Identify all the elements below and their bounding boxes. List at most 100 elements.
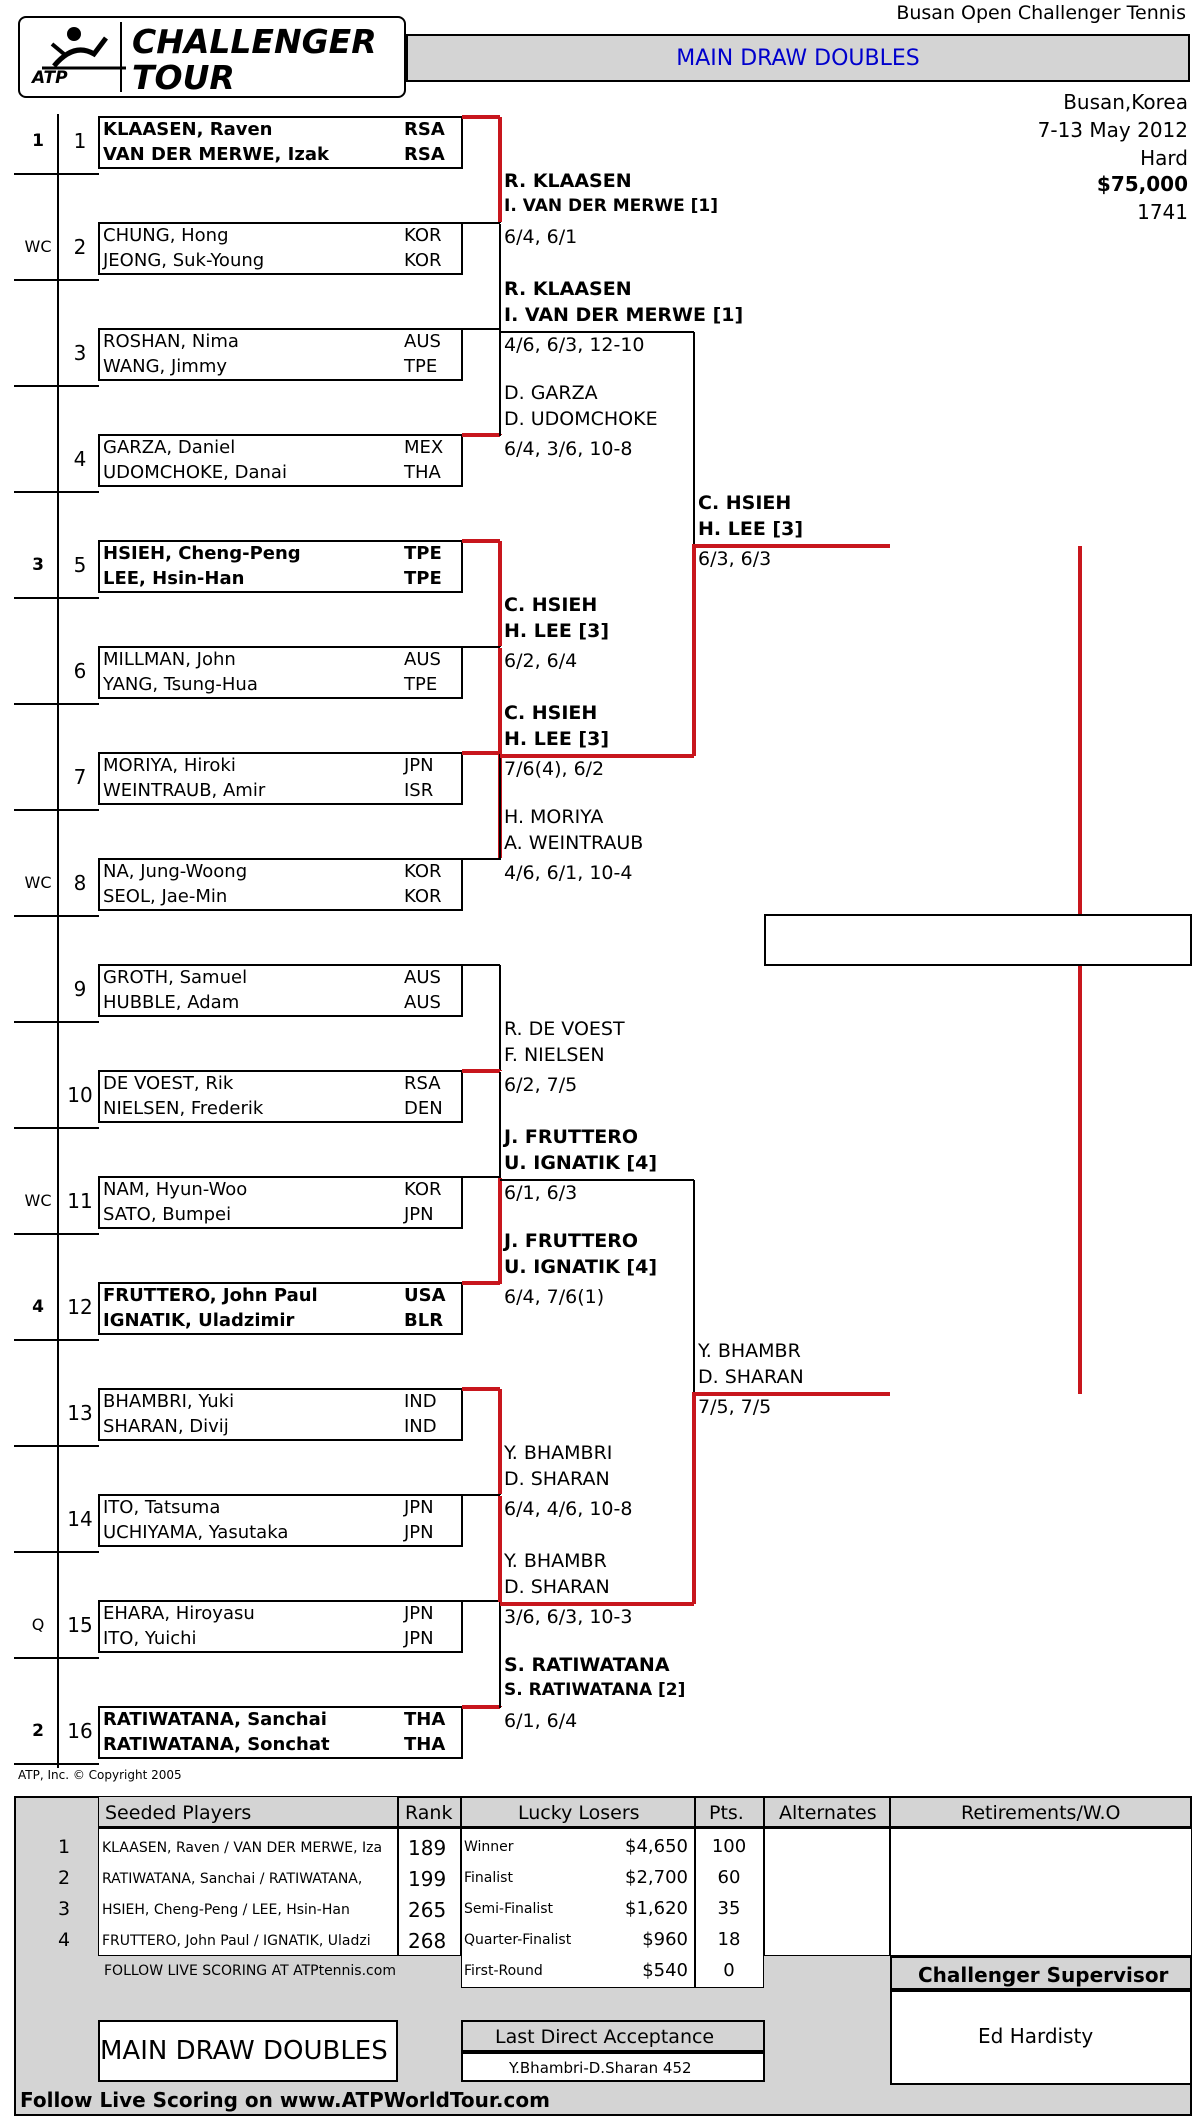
match-score: 6/3, 6/3 xyxy=(698,548,772,570)
alternates-header: Alternates xyxy=(779,1802,877,1824)
player-name: GROTH, Samuel xyxy=(103,967,248,988)
winner-name: Y. BHAMBRI xyxy=(504,1442,613,1464)
first-round-box xyxy=(98,222,463,275)
supervisor-label-cell: Challenger Supervisor xyxy=(890,1956,1192,1990)
first-round-box xyxy=(98,646,463,699)
prize-round: Winner xyxy=(464,1839,514,1855)
player-name: IGNATIK, Uladzimir xyxy=(103,1310,295,1331)
seeded-header: Seeded Players xyxy=(105,1802,252,1824)
player-nation: KOR xyxy=(404,861,442,882)
rank-header: Rank xyxy=(405,1802,453,1824)
lucky-body xyxy=(461,1828,695,1988)
retire-header: Retirements/W.O xyxy=(961,1802,1121,1824)
player-nation: IND xyxy=(404,1416,437,1437)
lucky-header: Lucky Losers xyxy=(518,1802,640,1824)
match-score: 7/6(4), 6/2 xyxy=(504,758,605,780)
prize-round: Quarter-Finalist xyxy=(464,1932,572,1948)
player-name: MORIYA, Hiroki xyxy=(103,755,236,776)
match-score: 4/6, 6/3, 12-10 xyxy=(504,334,645,356)
winner-name: J. FRUTTERO xyxy=(504,1230,639,1252)
player-nation: KOR xyxy=(404,250,442,271)
retire-header-cell: Retirements/W.O xyxy=(890,1796,1192,1828)
seed-label: 1 xyxy=(32,131,44,151)
player-name: HSIEH, Cheng-Peng xyxy=(103,543,301,564)
draw-line-number: 6 xyxy=(73,659,87,683)
location: Busan,Korea xyxy=(1063,90,1188,114)
lda-label: Last Direct Acceptance xyxy=(495,2026,715,2048)
winner-name: D. SHARAN xyxy=(504,1576,610,1598)
draw-line-number: 2 xyxy=(73,235,87,259)
main-draw-label-cell: MAIN DRAW DOUBLES xyxy=(98,2020,398,2082)
player-name: GARZA, Daniel xyxy=(103,437,236,458)
logo-line1: CHALLENGER xyxy=(132,22,377,61)
match-score: 7/5, 7/5 xyxy=(698,1396,772,1418)
prize-round: Semi-Finalist xyxy=(464,1901,554,1917)
winner-name: H. LEE [3] xyxy=(504,620,610,642)
winner-name: J. FRUTTERO xyxy=(504,1126,639,1148)
winner-name: Y. BHAMBR xyxy=(504,1550,607,1572)
dates: 7-13 May 2012 xyxy=(1037,118,1188,142)
seed-number: 2 xyxy=(58,1867,71,1889)
prize-money-value: $1,620 xyxy=(625,1898,688,1919)
player-name: LEE, Hsin-Han xyxy=(103,568,245,589)
winner-name: D. UDOMCHOKE xyxy=(504,408,658,430)
winner-name: U. IGNATIK [4] xyxy=(504,1256,658,1278)
winner-name: I. VAN DER MERWE [1] xyxy=(504,304,744,326)
player-name: ROSHAN, Nima xyxy=(103,331,239,352)
winner-name: R. KLAASEN xyxy=(504,170,632,192)
player-nation: RSA xyxy=(404,144,445,165)
player-nation: KOR xyxy=(404,225,442,246)
seed-rank: 268 xyxy=(408,1929,447,1953)
player-nation: AUS xyxy=(404,992,441,1013)
player-name: BHAMBRI, Yuki xyxy=(103,1391,235,1412)
prize-money-value: $4,650 xyxy=(625,1836,688,1857)
seed-team: HSIEH, Cheng-Peng / LEE, Hsin-Han xyxy=(102,1902,350,1918)
first-round-box xyxy=(98,1070,463,1123)
seed-label: WC xyxy=(24,873,52,892)
player-name: ITO, Yuichi xyxy=(103,1628,197,1649)
player-name: SHARAN, Divij xyxy=(103,1416,229,1437)
player-name: NA, Jung-Woong xyxy=(103,861,248,882)
draw-line-number: 9 xyxy=(73,977,87,1001)
player-nation: RSA xyxy=(404,119,445,140)
player-nation: JPN xyxy=(404,1204,434,1225)
seed-team: FRUTTERO, John Paul / IGNATIK, Uladzi xyxy=(102,1933,371,1949)
prize-money-value: $960 xyxy=(642,1929,688,1950)
rank-header-cell: Rank xyxy=(398,1796,461,1828)
first-round-box xyxy=(98,1600,463,1653)
draw-line-number: 10 xyxy=(67,1083,93,1107)
first-round-box xyxy=(98,116,463,169)
player-nation: JPN xyxy=(404,1603,434,1624)
prize-points: 35 xyxy=(717,1898,741,1919)
copyright: ATP, Inc. © Copyright 2005 xyxy=(18,1768,182,1782)
player-nation: AUS xyxy=(404,331,441,352)
winner-name: R. KLAASEN xyxy=(504,278,632,300)
alternates-body xyxy=(764,1828,890,1956)
player-name: ITO, Tatsuma xyxy=(103,1497,221,1518)
player-nation: KOR xyxy=(404,886,442,907)
player-name: HUBBLE, Adam xyxy=(103,992,240,1013)
tennis-player-icon xyxy=(42,27,126,70)
pts-header-cell: Pts. xyxy=(695,1796,764,1828)
match-score: 6/4, 6/1 xyxy=(504,226,578,248)
main-draw-label: MAIN DRAW DOUBLES xyxy=(100,2036,388,2066)
tournament-name: Busan Open Challenger Tennis xyxy=(896,2,1186,24)
seed-label: WC xyxy=(24,237,52,256)
player-name: NIELSEN, Frederik xyxy=(103,1098,264,1119)
logo-mark: ATP xyxy=(32,68,68,88)
winner-name: D. SHARAN xyxy=(698,1366,804,1388)
supervisor-name: Ed Hardisty xyxy=(978,2024,1094,2048)
prize-money-value: $2,700 xyxy=(625,1867,688,1888)
player-nation: THA xyxy=(404,462,441,483)
seed-label: 3 xyxy=(32,555,44,575)
match-score: 6/4, 7/6(1) xyxy=(504,1286,605,1308)
match-score: 3/6, 6/3, 10-3 xyxy=(504,1606,633,1628)
prize-money-value: $540 xyxy=(642,1960,688,1981)
player-name: SATO, Bumpei xyxy=(103,1204,232,1225)
draw-title: MAIN DRAW DOUBLES xyxy=(676,46,920,71)
prize-money: $75,000 xyxy=(1096,172,1188,196)
player-name: WEINTRAUB, Amir xyxy=(103,780,266,801)
seeded-body xyxy=(98,1828,398,1956)
first-round-box xyxy=(98,434,463,487)
draw-line-number: 5 xyxy=(73,553,87,577)
